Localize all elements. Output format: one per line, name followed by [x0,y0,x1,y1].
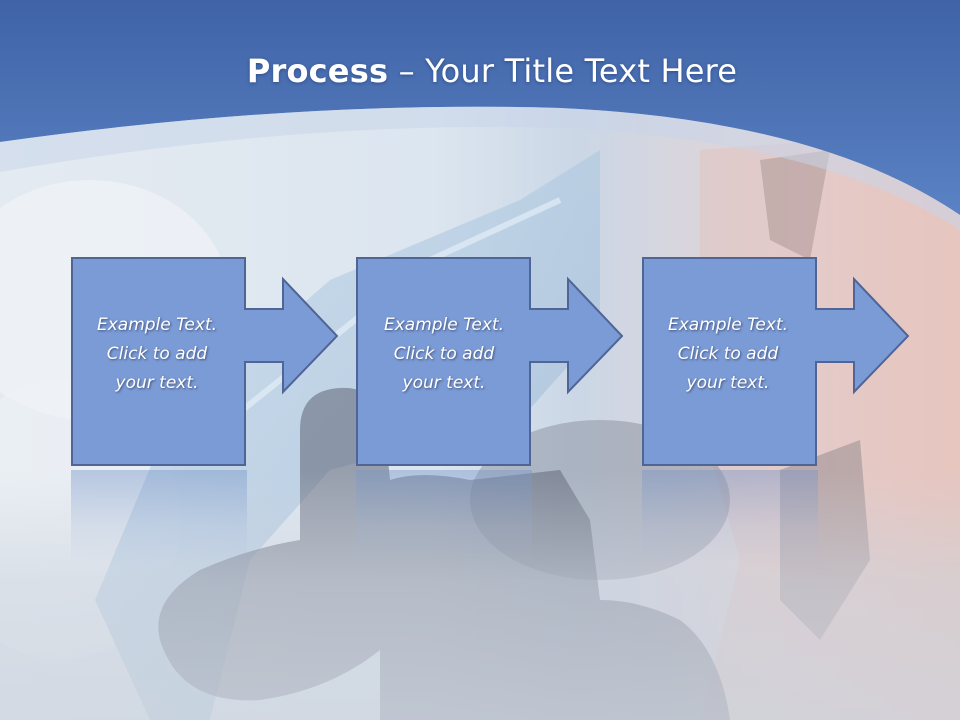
step-2-reflection [356,470,532,565]
step-line-2: Click to add [393,344,495,364]
step-1-reflection [71,470,247,565]
process-step-3[interactable]: Example Text. Click to add your text. [642,257,932,467]
step-line-1: Example Text. [667,315,789,335]
header-banner [0,0,960,230]
title-bold: Process [246,52,389,90]
bottom-fade [0,470,960,720]
step-text: Example Text. Click to add your text. [71,311,243,398]
title-rest: – Your Title Text Here [388,52,738,90]
step-line-1: Example Text. [383,315,505,335]
step-line-2: Click to add [106,344,208,364]
process-step-2[interactable]: Example Text. Click to add your text. [356,257,646,467]
step-line-3: your text. [686,373,770,393]
step-line-2: Click to add [677,344,779,364]
step-line-3: your text. [402,373,486,393]
step-text: Example Text. Click to add your text. [358,311,530,398]
page-title[interactable]: Process – Your Title Text Here [0,52,960,90]
arrow-box-shape [642,257,910,466]
arrow-box-shape [71,257,339,466]
process-step-1[interactable]: Example Text. Click to add your text. [71,257,361,467]
step-line-3: your text. [115,373,199,393]
arrow-box-shape [356,257,624,466]
step-3-reflection [642,470,818,565]
step-text: Example Text. Click to add your text. [642,311,814,398]
step-line-1: Example Text. [96,315,218,335]
